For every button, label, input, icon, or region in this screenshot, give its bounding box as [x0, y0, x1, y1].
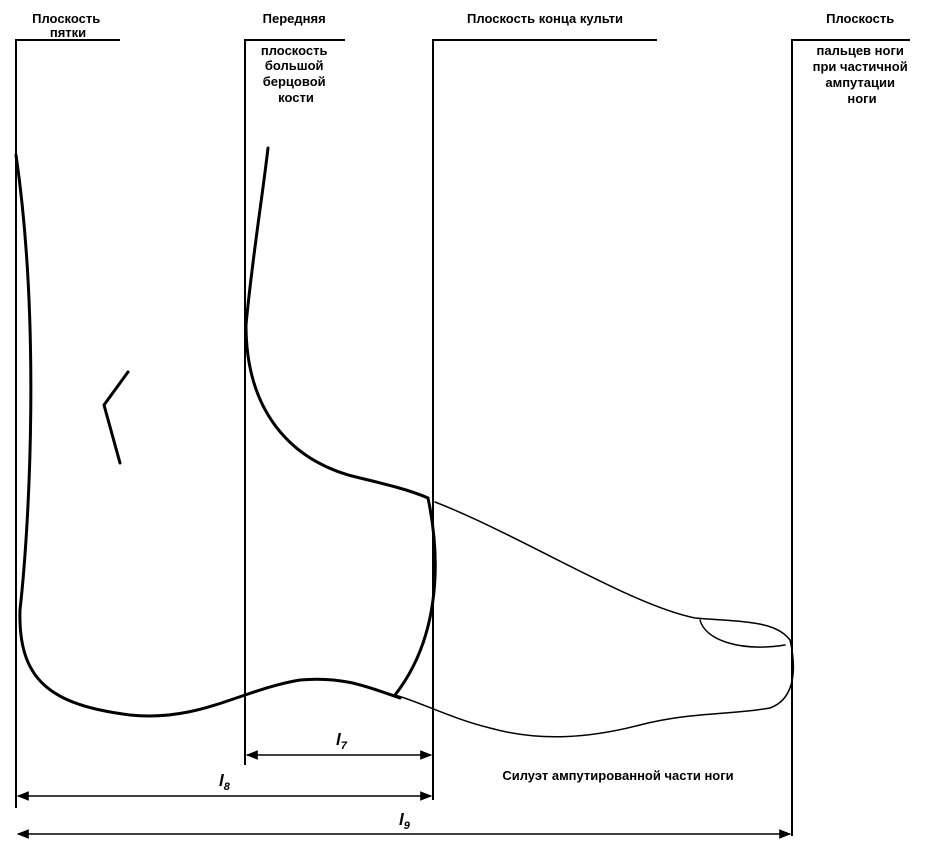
heel-back-contour — [14, 153, 402, 718]
stump-plane-line — [432, 39, 657, 800]
heel-plane-line — [15, 39, 120, 808]
stump-end-contour — [393, 496, 437, 697]
toe-plane-label: Плоскость пальцев ноги при частичной амп… — [813, 11, 912, 106]
instep-contour — [244, 323, 430, 500]
l7-label: l7 — [336, 730, 348, 752]
toe-plane-line — [791, 39, 910, 836]
toenail-contour — [699, 619, 786, 648]
stump-plane-label: Плоскость конца культи — [467, 11, 623, 26]
shin-front-contour — [244, 146, 270, 327]
tibia-plane-line — [244, 39, 345, 765]
l9-label: l9 — [399, 810, 411, 832]
tibia-plane-label: Передняя плоскость большой берцовой кост… — [261, 11, 331, 105]
ankle-bone-mark — [102, 370, 130, 465]
l8-label: l8 — [219, 771, 231, 793]
heel-plane-label: Плоскость пятки — [32, 11, 104, 40]
amputated-part-silhouette — [394, 501, 795, 738]
amputated-part-caption: Силуэт ампутированной части ноги — [502, 768, 733, 783]
